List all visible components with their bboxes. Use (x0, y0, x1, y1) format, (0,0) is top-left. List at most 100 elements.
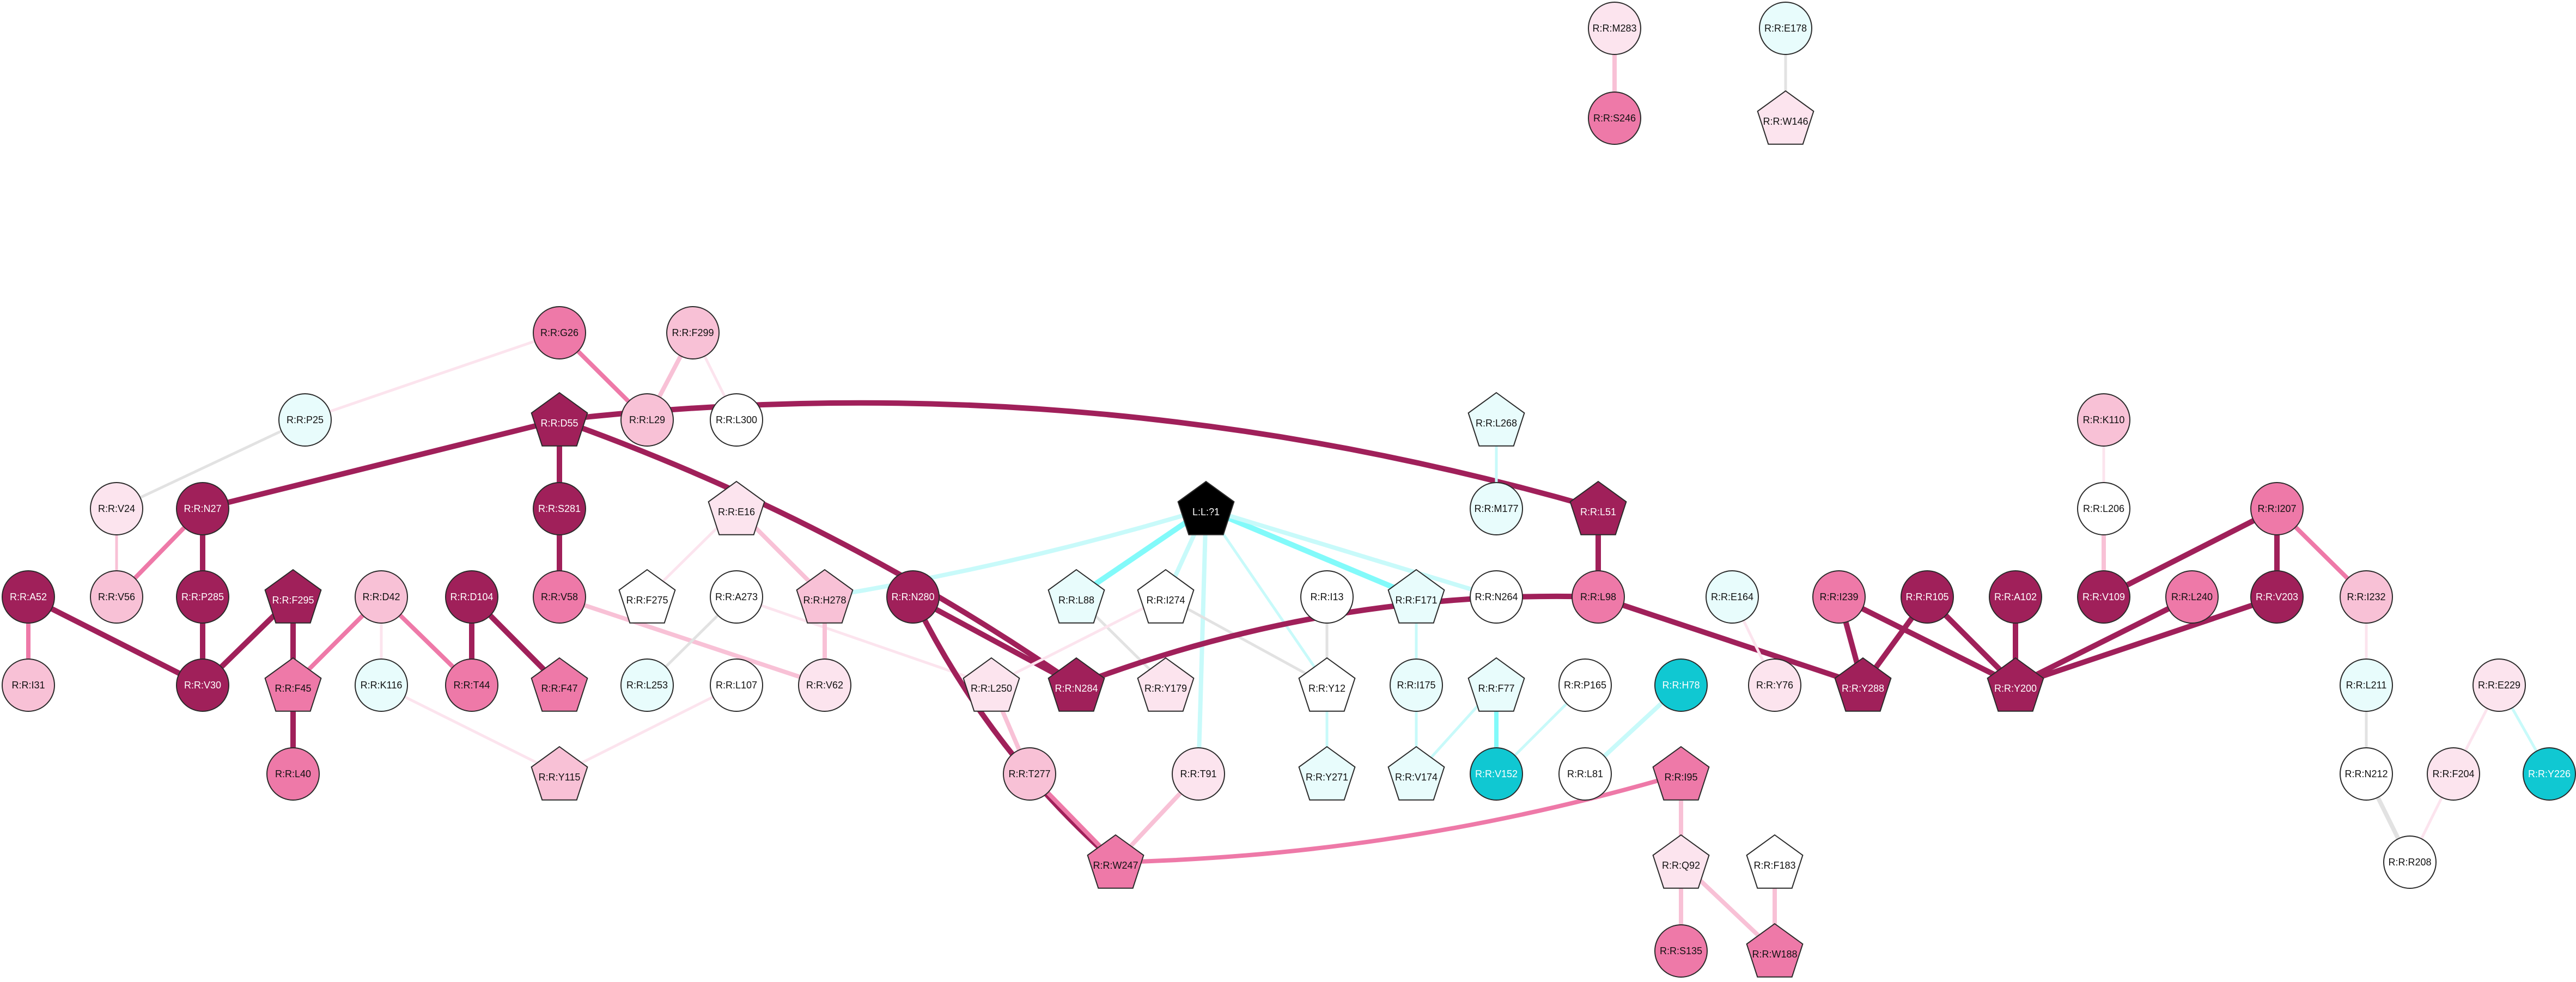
node-label: R:R:D55 (540, 418, 578, 429)
node-pentagon (1746, 923, 1804, 978)
node-l211: R:R:L211 (2340, 658, 2393, 712)
node-label: R:R:I31 (11, 680, 45, 691)
node-s281: R:R:S281 (533, 482, 586, 535)
node-label: R:R:L40 (275, 768, 311, 779)
node-l300: R:R:L300 (710, 393, 763, 447)
node-circle (1572, 570, 1625, 624)
node-y115: R:R:Y115 (531, 746, 588, 801)
node-i13: R:R:I13 (1300, 570, 1354, 624)
node-l240: R:R:L240 (2165, 570, 2219, 624)
node-q92: R:R:Q92 (1652, 834, 1710, 889)
node-label: R:R:M283 (1592, 23, 1636, 34)
edge-l71-h278 (823, 507, 1208, 599)
node-pentagon (1137, 657, 1195, 712)
node-i232: R:R:I232 (2340, 570, 2393, 624)
edge-a52-v30 (26, 594, 205, 688)
node-label: R:R:F47 (541, 683, 577, 694)
node-y271: R:R:Y271 (1298, 746, 1356, 801)
node-label: R:R:D104 (450, 591, 493, 602)
node-circle (1470, 570, 1523, 624)
node-label: R:R:L206 (2083, 503, 2124, 514)
node-circle (1558, 747, 1612, 801)
node-label: R:R:W146 (1763, 116, 1808, 127)
node-label: R:R:V30 (184, 680, 221, 691)
node-v62: R:R:V62 (798, 658, 851, 712)
node-label: R:R:F77 (1478, 683, 1514, 694)
edge-i207-v109 (2101, 506, 2280, 600)
edge-l240-y200 (2013, 594, 2195, 688)
edge-a273-l250 (735, 595, 993, 687)
node-h278: R:R:H278 (796, 569, 854, 624)
node-pentagon (1467, 392, 1525, 447)
node-m283: R:R:M283 (1588, 2, 1641, 55)
node-pentagon (1298, 657, 1356, 712)
node-circle (886, 570, 940, 624)
node-label: R:R:Y179 (1144, 683, 1187, 694)
node-label: R:R:Y76 (1756, 680, 1793, 691)
node-y200: R:R:Y200 (1987, 657, 2044, 712)
node-f295: R:R:F295 (264, 569, 322, 624)
node-label: R:R:S281 (538, 503, 581, 514)
edge-d55-n284 (557, 417, 1079, 688)
node-f275: R:R:F275 (618, 569, 676, 624)
node-label: R:R:L268 (1476, 418, 1517, 429)
node-label: R:R:V109 (2082, 591, 2125, 602)
node-label: R:R:L253 (626, 680, 668, 691)
node-s135: R:R:S135 (1654, 924, 1708, 978)
node-label: R:R:E164 (1711, 591, 1753, 602)
node-v58: R:R:V58 (533, 570, 586, 624)
node-p25: R:R:P25 (278, 393, 332, 447)
node-k110: R:R:K110 (2077, 393, 2130, 447)
node-label: R:R:I175 (1397, 680, 1435, 691)
edge-layer (26, 26, 2551, 953)
node-label: R:R:N284 (1055, 683, 1098, 694)
node-l71: L:L:?1 (1177, 480, 1235, 535)
node-r208: R:R:R208 (2383, 835, 2437, 889)
edge-l71-l88 (1074, 506, 1209, 600)
node-label: R:R:M177 (1474, 503, 1518, 514)
node-label: R:R:E178 (1764, 23, 1807, 34)
node-pentagon (1048, 657, 1105, 712)
node-circle (2, 570, 55, 624)
node-e229: R:R:E229 (2473, 658, 2526, 712)
node-i207: R:R:I207 (2250, 482, 2304, 535)
node-s246: R:R:S246 (1588, 92, 1641, 145)
node-circle (1759, 2, 1812, 55)
node-l88: R:R:L88 (1048, 569, 1105, 624)
node-label: R:R:V152 (1475, 768, 1518, 779)
node-circle (445, 570, 498, 624)
node-label: R:R:W247 (1093, 860, 1138, 871)
edge-d55-n27 (200, 417, 562, 511)
node-y288: R:R:Y288 (1834, 657, 1892, 712)
node-l51: R:R:L51 (1569, 480, 1627, 535)
node-pentagon (531, 392, 588, 447)
node-circle (2340, 747, 2393, 801)
node-r105: R:R:R105 (1901, 570, 1954, 624)
node-circle (1588, 2, 1641, 55)
node-circle (1172, 747, 1225, 801)
node-v203: R:R:V203 (2250, 570, 2304, 624)
node-circle (2077, 482, 2130, 535)
node-label: R:R:S246 (1593, 113, 1636, 124)
node-pentagon (1298, 746, 1356, 801)
node-w188: R:R:W188 (1746, 923, 1804, 978)
node-circle (1588, 92, 1641, 145)
node-label: R:R:Y12 (1308, 683, 1345, 694)
node-l250: R:R:L250 (963, 657, 1020, 712)
node-circle (355, 658, 408, 712)
node-circle (2250, 570, 2304, 624)
node-k116: R:R:K116 (355, 658, 408, 712)
node-p285: R:R:P285 (176, 570, 229, 624)
node-label: R:R:E229 (2478, 680, 2520, 691)
node-y179: R:R:Y179 (1137, 657, 1195, 712)
node-label: R:R:L300 (716, 414, 757, 425)
node-pentagon (1652, 834, 1710, 889)
node-label: R:R:I13 (1310, 591, 1343, 602)
node-circle (1654, 658, 1708, 712)
node-y226: R:R:Y226 (2523, 747, 2576, 801)
node-label: R:R:F171 (1395, 595, 1437, 606)
node-v109: R:R:V109 (2077, 570, 2130, 624)
node-pentagon (531, 746, 588, 801)
node-circle (1812, 570, 1866, 624)
